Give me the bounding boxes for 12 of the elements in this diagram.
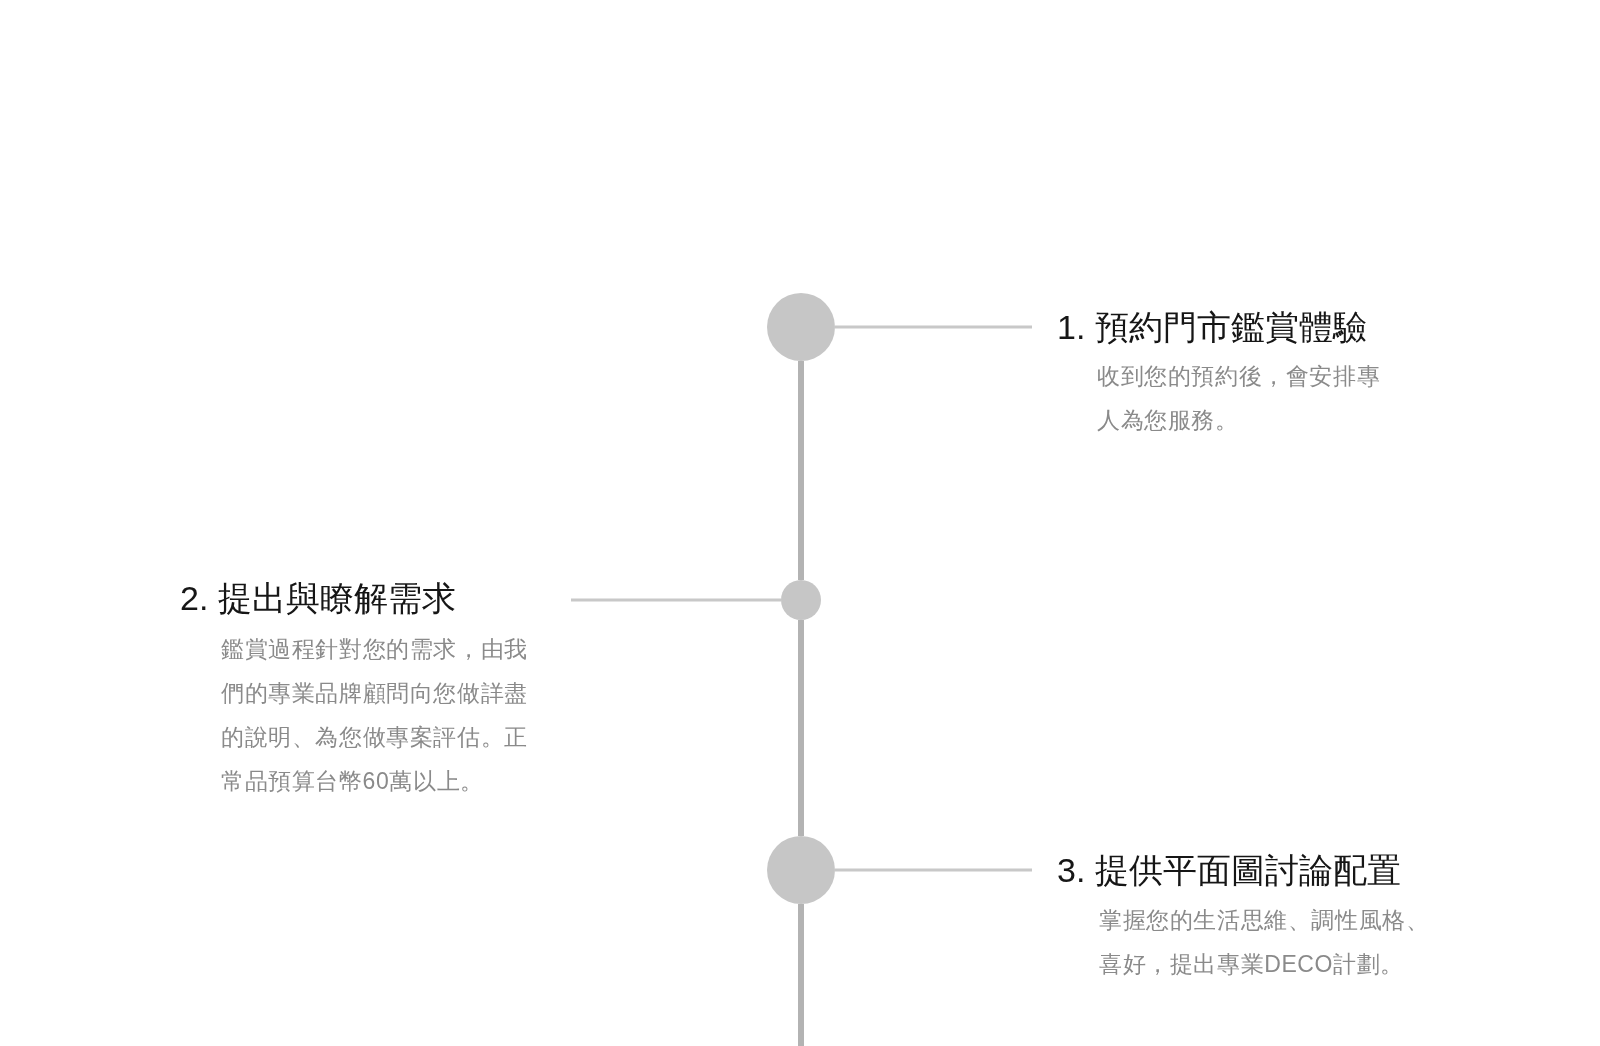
timeline-line — [798, 361, 804, 580]
step-title: 3. 提供平面圖討論配置 — [1057, 850, 1401, 891]
step-description: 掌握您的生活思維、調性風格、喜好，提出專業DECO計劃。 — [1099, 906, 1431, 979]
step-description: 收到您的預約後，會安排專人為您服務。 — [1097, 362, 1382, 435]
step-description: 鑑賞過程針對您的需求，由我們的專業品牌顧問向您做詳盡的說明、為您做專案評估。正常品預算台幣60萬以上。 — [221, 635, 529, 796]
connector-line — [571, 598, 781, 602]
timeline-line — [798, 620, 804, 836]
step-title: 2. 提出與瞭解需求 — [180, 578, 456, 619]
step-title: 1. 預約門市鑑賞體驗 — [1057, 307, 1367, 348]
timeline-line — [798, 904, 804, 1046]
connector-line — [835, 325, 1032, 329]
connector-line — [835, 868, 1032, 872]
